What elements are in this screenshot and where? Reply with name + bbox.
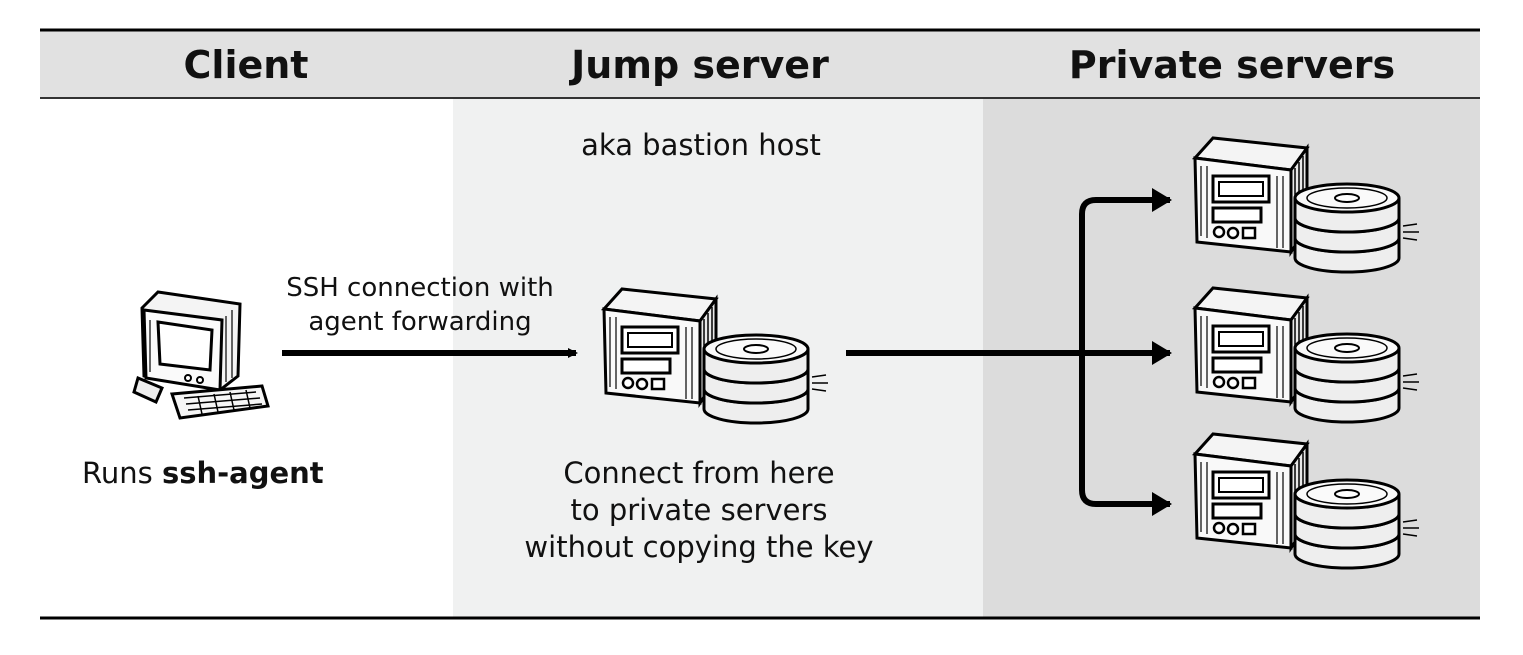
arrowhead-middle xyxy=(1152,341,1172,365)
jump-header: Jump server xyxy=(568,43,829,87)
jump-caption-line1: Connect from here xyxy=(563,456,834,490)
jump-caption-line3: without copying the key xyxy=(524,530,873,564)
jump-caption-line2: to private servers xyxy=(571,493,828,527)
private-header: Private servers xyxy=(1069,43,1395,87)
arrowhead-top xyxy=(1152,188,1172,212)
connection-label-line1: SSH connection with xyxy=(286,273,554,303)
jump-subtitle: aka bastion host xyxy=(581,128,821,162)
client-caption: Runs ssh-agent xyxy=(82,456,324,490)
client-column xyxy=(40,98,453,618)
arrowhead-bottom xyxy=(1152,492,1172,516)
connection-label-line2: agent forwarding xyxy=(308,307,531,337)
client-header: Client xyxy=(184,43,309,87)
header-band xyxy=(40,30,1480,98)
